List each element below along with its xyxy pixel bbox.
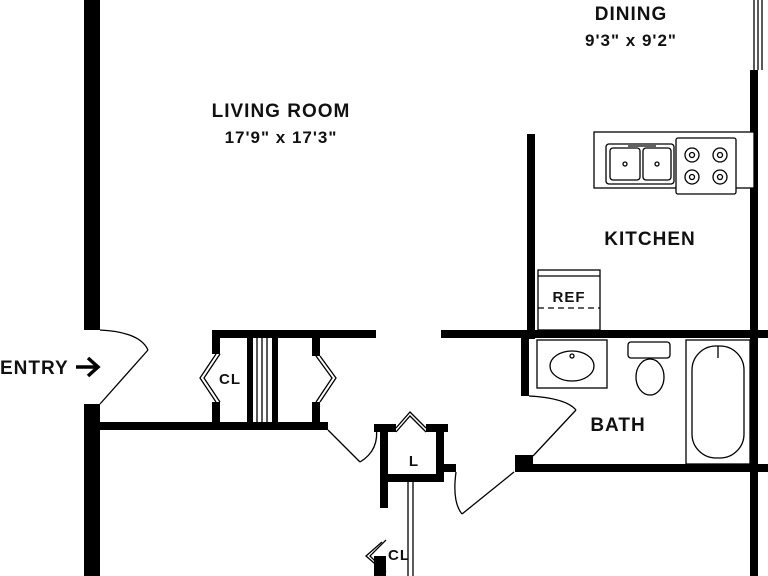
linen-closet-label: L bbox=[409, 453, 419, 470]
linen-bifold-door bbox=[395, 411, 427, 433]
wall-closet-mid-b bbox=[272, 338, 278, 422]
walls bbox=[84, 0, 768, 576]
toilet-icon bbox=[627, 341, 671, 396]
stove-icon bbox=[675, 137, 737, 195]
wall-closet-left-side-low bbox=[212, 402, 220, 430]
thin-lines bbox=[91, 0, 763, 576]
entry-door bbox=[99, 329, 149, 405]
closet-left-label: CL bbox=[219, 371, 241, 388]
wall-left-upper bbox=[84, 0, 100, 330]
living-room-dimensions: 17'9" x 17'3" bbox=[225, 128, 338, 147]
closet-bottom-bifold-door bbox=[365, 539, 387, 573]
kitchen-sink-icon bbox=[605, 143, 675, 185]
refrigerator-icon bbox=[537, 269, 601, 331]
closet-right-bifold-door bbox=[315, 355, 337, 403]
bedroom-door bbox=[454, 471, 515, 515]
dining-room-dimensions: 9'3" x 9'2" bbox=[585, 31, 677, 50]
wall-bath-left bbox=[521, 338, 529, 396]
entry-label: ENTRY bbox=[0, 358, 69, 379]
wall-closet-right-side-low bbox=[312, 402, 320, 430]
bathtub-icon bbox=[685, 339, 751, 465]
wall-linen-left bbox=[380, 424, 388, 508]
hall-door bbox=[327, 425, 378, 463]
wall-linen-right bbox=[436, 424, 444, 480]
living-room-name: LIVING ROOM bbox=[212, 101, 351, 122]
kitchen-name: KITCHEN bbox=[604, 229, 695, 250]
wall-kitchen-bottom bbox=[441, 330, 768, 338]
wall-left-lower bbox=[84, 404, 100, 576]
bath-name: BATH bbox=[590, 415, 645, 436]
wall-closet-mid-a bbox=[247, 338, 253, 422]
refrigerator-label: REF bbox=[553, 289, 586, 306]
arrow-right-icon bbox=[76, 356, 101, 378]
closet-left-bifold-door bbox=[199, 353, 221, 403]
bath-vanity bbox=[536, 339, 608, 389]
wall-linen-bottom bbox=[380, 474, 444, 482]
wall-closet-top bbox=[212, 330, 376, 338]
wall-closet-left-side bbox=[212, 330, 220, 354]
wall-hall-stub bbox=[444, 464, 456, 472]
dining-room-name: DINING bbox=[595, 4, 668, 25]
wall-hall-upper bbox=[100, 422, 328, 430]
wall-kitchen-left bbox=[527, 134, 535, 339]
wall-right bbox=[750, 70, 758, 576]
wall-closet-right-side bbox=[312, 338, 320, 356]
closet-bottom-label: CL bbox=[388, 547, 410, 564]
wall-bath-corner bbox=[515, 455, 533, 465]
wall-bath-bottom bbox=[515, 464, 768, 472]
bath-door bbox=[528, 395, 577, 457]
